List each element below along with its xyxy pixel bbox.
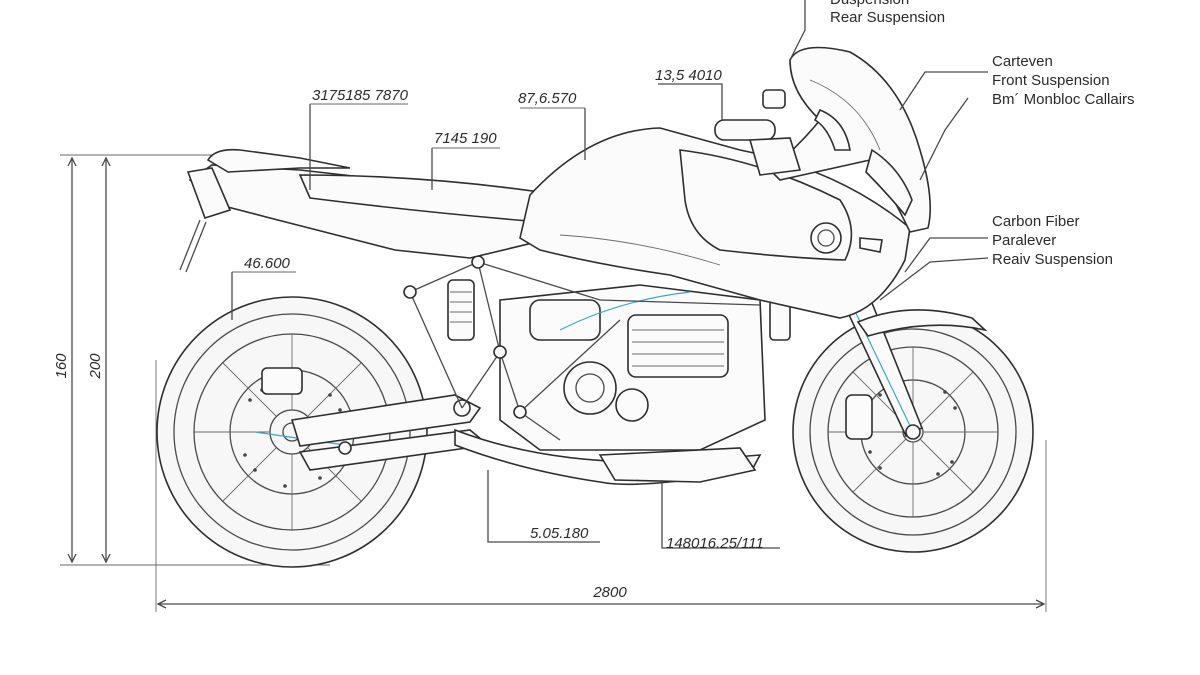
dimension-label-length-total: 2800 <box>592 584 627 601</box>
swingarm <box>290 394 490 471</box>
tank-fairing <box>519 127 911 319</box>
front-fairing <box>714 46 932 233</box>
label-top-cut: Duspension <box>830 0 909 8</box>
label-carbon-fiber: Carbon Fiber <box>992 213 1080 230</box>
engine <box>454 284 766 486</box>
leader-lines <box>231 0 989 549</box>
tail-section <box>179 148 556 273</box>
dimension-label-d7: 148016.25/111 <box>666 535 764 552</box>
front-fork <box>840 297 988 440</box>
dimension-label-height-inner: 200 <box>87 353 104 380</box>
dimension-label-d5: 46.600 <box>244 255 291 272</box>
label-front-suspension: Front Suspension <box>992 72 1110 89</box>
label-rear-suspension-right: Reaiv Suspension <box>992 251 1113 268</box>
callout-labels: Duspension Rear Suspension Carteven Fron… <box>830 0 1135 268</box>
dimension-label-d3: 13,5 4010 <box>655 67 722 84</box>
rear-wheel <box>156 296 428 568</box>
dimension-label-d6: 5.05.180 <box>530 525 589 542</box>
label-paralever: Paralever <box>992 232 1056 249</box>
label-rear-suspension-top: Rear Suspension <box>830 9 945 26</box>
dimension-label-d2: 87,6.570 <box>518 90 577 107</box>
label-monobloc-calipers: Bm´ Monbloc Callairs <box>992 91 1135 108</box>
dimension-labels: 3175185 7870 87,6.570 13,5 4010 7145 190… <box>53 67 764 601</box>
dimension-label-d1: 3175185 7870 <box>312 87 409 104</box>
dimension-label-d4: 7145 190 <box>434 130 497 147</box>
dimension-lines <box>60 154 1047 612</box>
label-carteven: Carteven <box>992 53 1053 70</box>
dimension-label-height-outer: 160 <box>53 353 70 379</box>
